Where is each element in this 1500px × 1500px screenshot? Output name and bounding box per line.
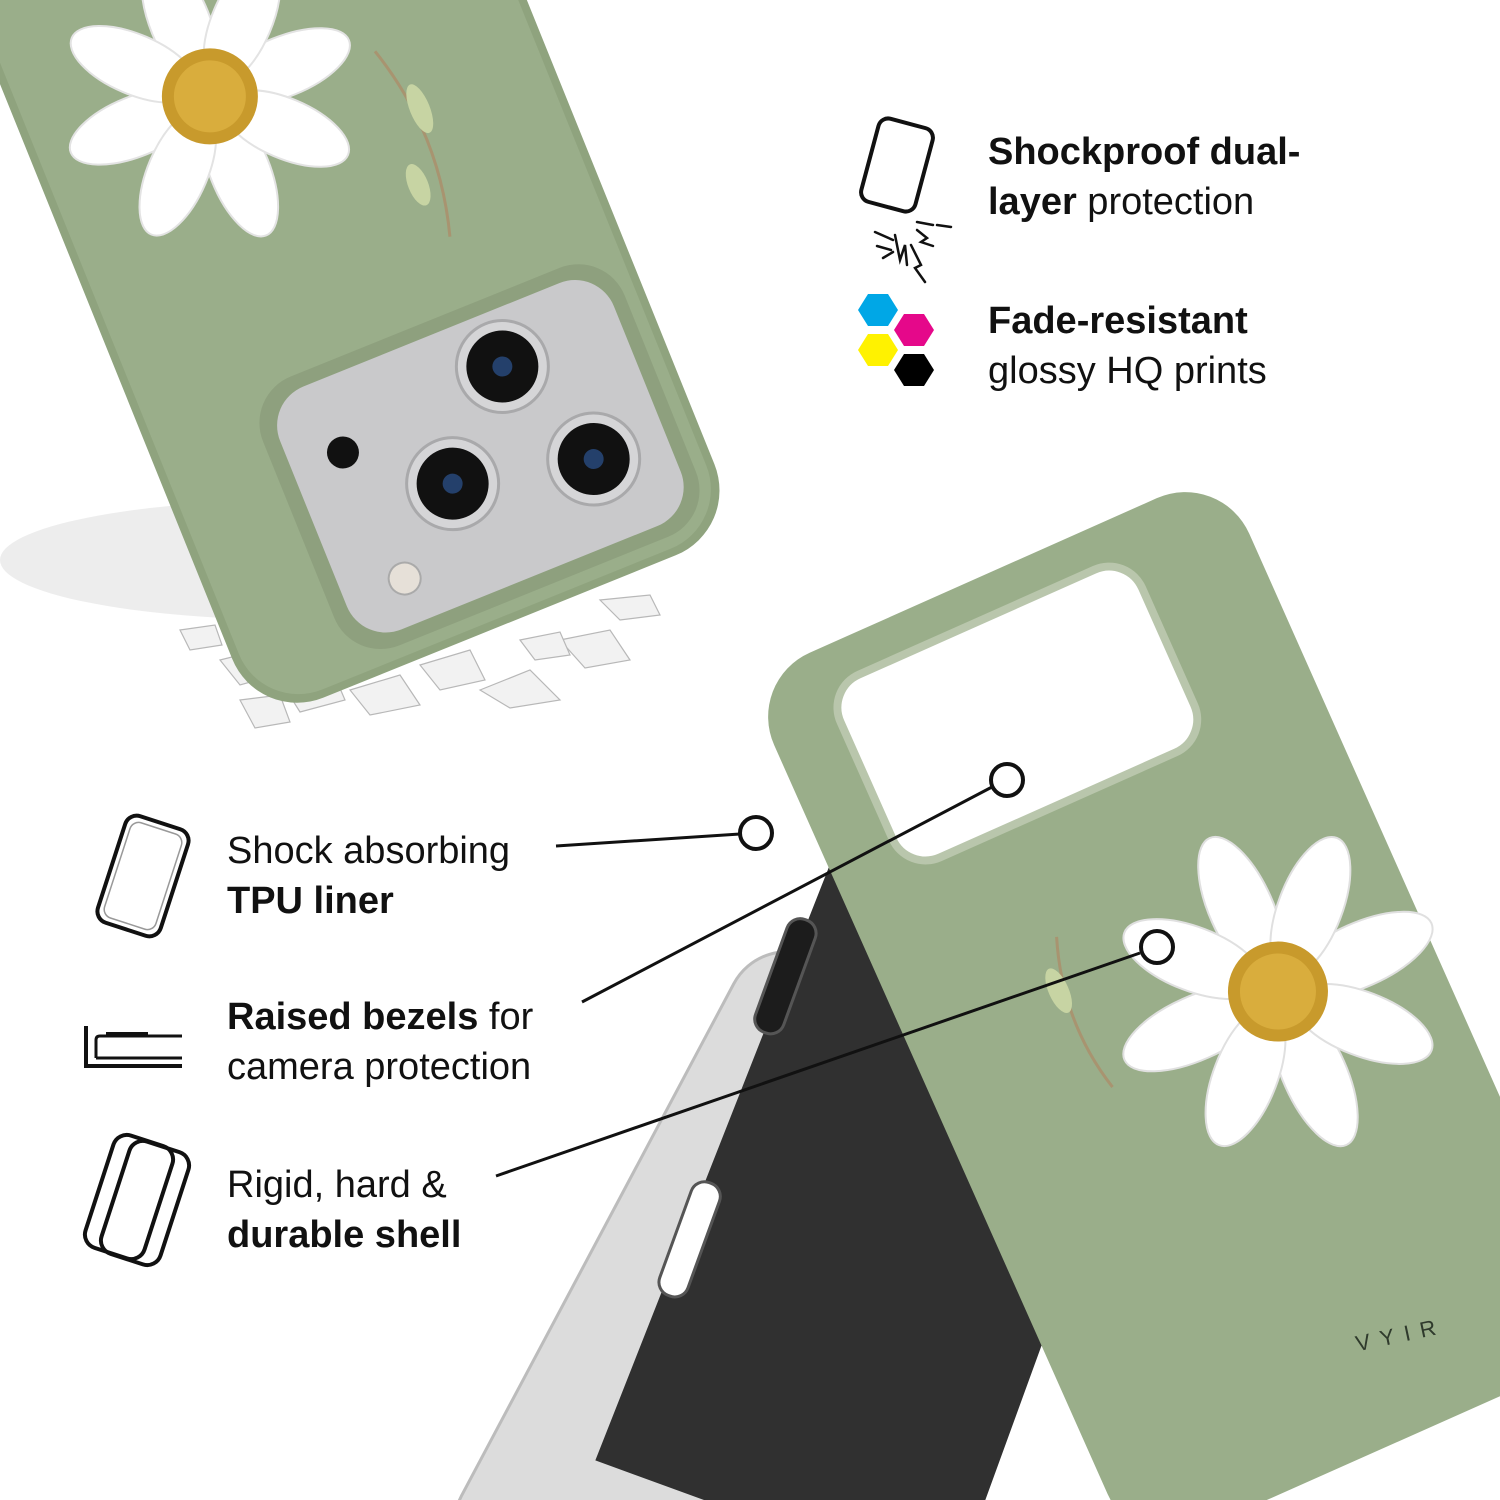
callout-raised-bezels: Raised bezels for camera protection	[227, 992, 533, 1092]
callout-bezel-regular: for	[478, 996, 534, 1038]
leader-line-shell	[495, 951, 1141, 1178]
daisy-flower	[68, 0, 351, 238]
exploded-case-illustration	[453, 492, 1500, 1500]
feature-shockproof: Shockproof dual- layer protection	[988, 127, 1300, 227]
callout-dot-bezel	[989, 762, 1025, 798]
dropped-phone-illustration	[0, 0, 720, 729]
callout-bezel-regular-line2: camera protection	[227, 1046, 532, 1088]
callout-dot-tpu	[738, 815, 774, 851]
callout-tpu-liner: Shock absorbing TPU liner	[227, 826, 510, 926]
callout-tpu-regular: Shock absorbing	[227, 830, 511, 872]
leader-line-tpu	[555, 832, 741, 848]
raised-bezel-icon	[84, 1026, 182, 1068]
callout-dot-shell	[1139, 929, 1175, 965]
feature-fade-regular: glossy HQ prints	[988, 350, 1267, 392]
tpu-liner-icon	[95, 813, 191, 939]
leader-line-bezel	[581, 785, 993, 1004]
feature-shockproof-regular: protection	[1076, 181, 1255, 223]
shockproof-impact-icon	[859, 116, 953, 284]
callout-shell-regular: Rigid, hard &	[227, 1164, 447, 1206]
hex-yellow	[858, 334, 898, 366]
cmyk-hexagons-icon	[858, 294, 934, 386]
callout-durable-shell: Rigid, hard & durable shell	[227, 1160, 461, 1260]
callout-bezel-bold: Raised bezels	[227, 996, 479, 1038]
feature-shockproof-bold-line2: layer	[988, 181, 1077, 223]
feature-fade-bold: Fade-resistant	[988, 300, 1248, 342]
callout-shell-bold: durable shell	[227, 1214, 462, 1256]
hex-black	[894, 354, 934, 386]
feature-shockproof-bold-line1: Shockproof dual-	[988, 131, 1301, 173]
camera-lenses	[326, 318, 642, 596]
hex-magenta	[894, 314, 934, 346]
hex-cyan	[858, 294, 898, 326]
feature-fade-resistant: Fade-resistant glossy HQ prints	[988, 296, 1267, 396]
dual-shell-icon	[82, 1132, 192, 1268]
callout-tpu-bold: TPU liner	[227, 880, 394, 922]
floral-case-back	[0, 0, 720, 703]
